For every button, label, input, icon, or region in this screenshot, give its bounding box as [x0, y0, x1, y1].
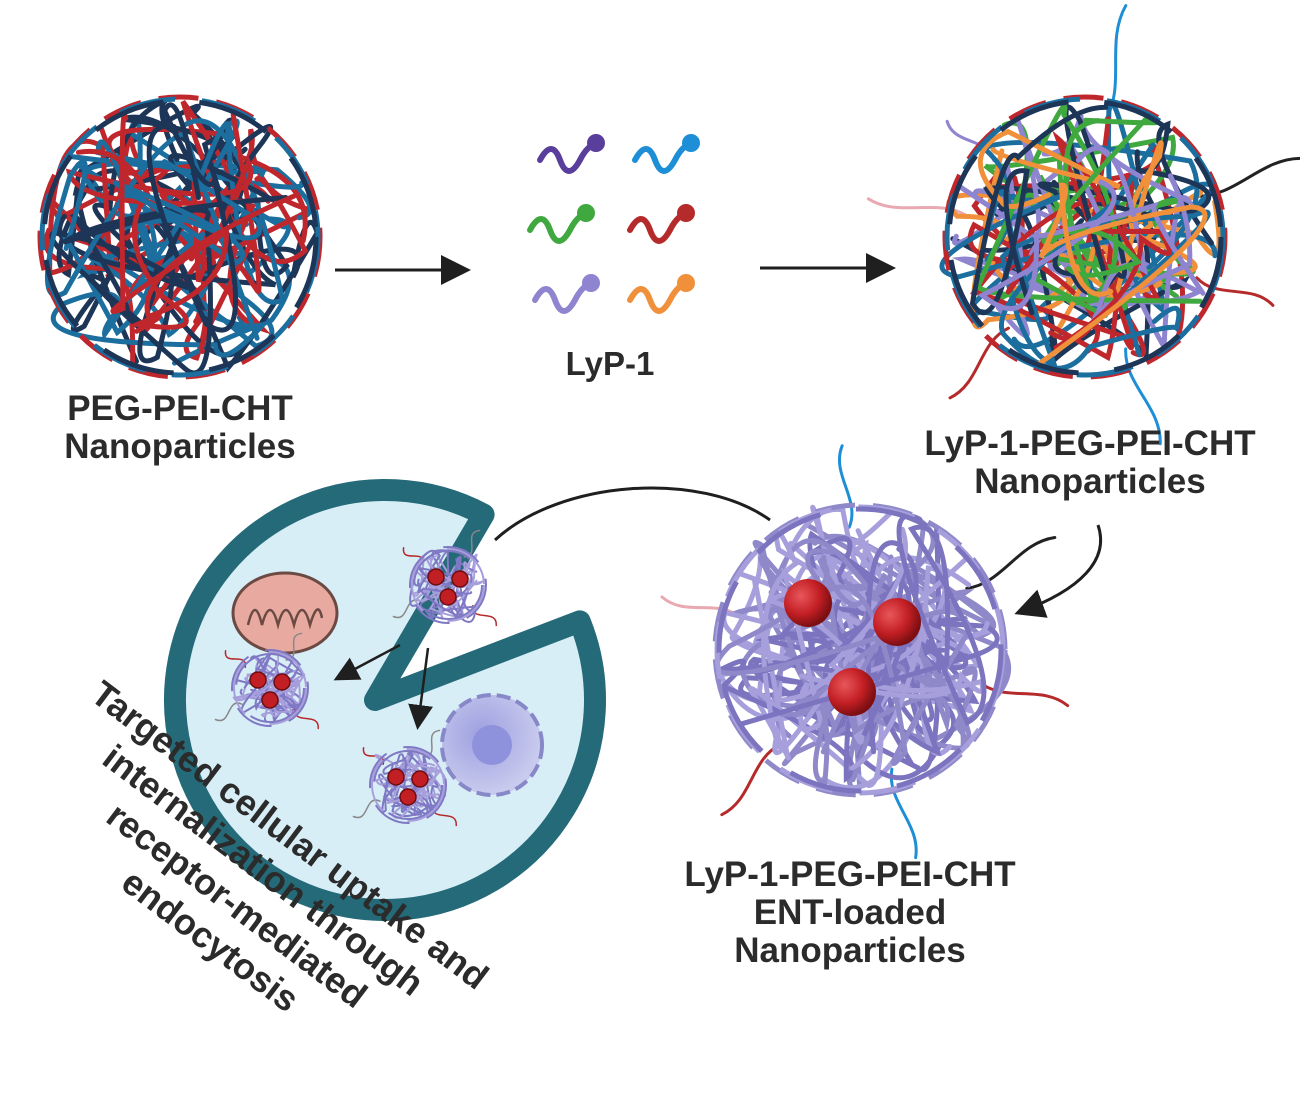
lyp1-ligands [527, 134, 700, 314]
arrow-to-ent-loaded [1014, 524, 1103, 618]
small-nanoparticle-entering [392, 529, 498, 627]
peg-pei-cht-nanoparticle [37, 94, 323, 380]
arrow-to-cell [493, 486, 771, 542]
drug-sphere-2 [873, 598, 921, 646]
lyp1-peg-pei-cht-nanoparticle [866, 4, 1300, 446]
label-line: LyP-1-PEG-PEI-CHT [684, 855, 1016, 894]
arrow-internalization-1 [333, 643, 401, 681]
diagram-canvas [37, 4, 1300, 921]
arrow-internalization-2 [408, 647, 433, 730]
label-line: LyP-1-PEG-PEI-CHT [924, 424, 1256, 463]
drug-sphere-3 [828, 668, 876, 716]
ent-loaded-nanoparticle [660, 444, 1070, 860]
small-nanoparticle-internalized-1 [214, 632, 320, 730]
drug-sphere-1 [784, 579, 832, 627]
label-line: LyP-1 [565, 345, 655, 382]
label-line: PEG-PEI-CHT [67, 389, 293, 428]
small-nanoparticle-internalized-2 [352, 729, 458, 827]
label-line: Nanoparticles [64, 427, 296, 466]
cell-nucleus [440, 693, 544, 797]
target-cell [164, 479, 606, 921]
mitochondrion [231, 571, 339, 655]
label-line: Nanoparticles [974, 462, 1206, 501]
label-lyp1: LyP-1 [520, 345, 700, 383]
label-line: Nanoparticles [734, 931, 966, 970]
label-peg-pei-cht-nanoparticles: PEG-PEI-CHT Nanoparticles [20, 390, 340, 466]
label-line: ENT-loaded [753, 893, 947, 932]
label-lyp1-peg-pei-cht-nanoparticles: LyP-1-PEG-PEI-CHT Nanoparticles [880, 425, 1300, 501]
label-ent-loaded-nanoparticles: LyP-1-PEG-PEI-CHT ENT-loaded Nanoparticl… [640, 856, 1060, 970]
